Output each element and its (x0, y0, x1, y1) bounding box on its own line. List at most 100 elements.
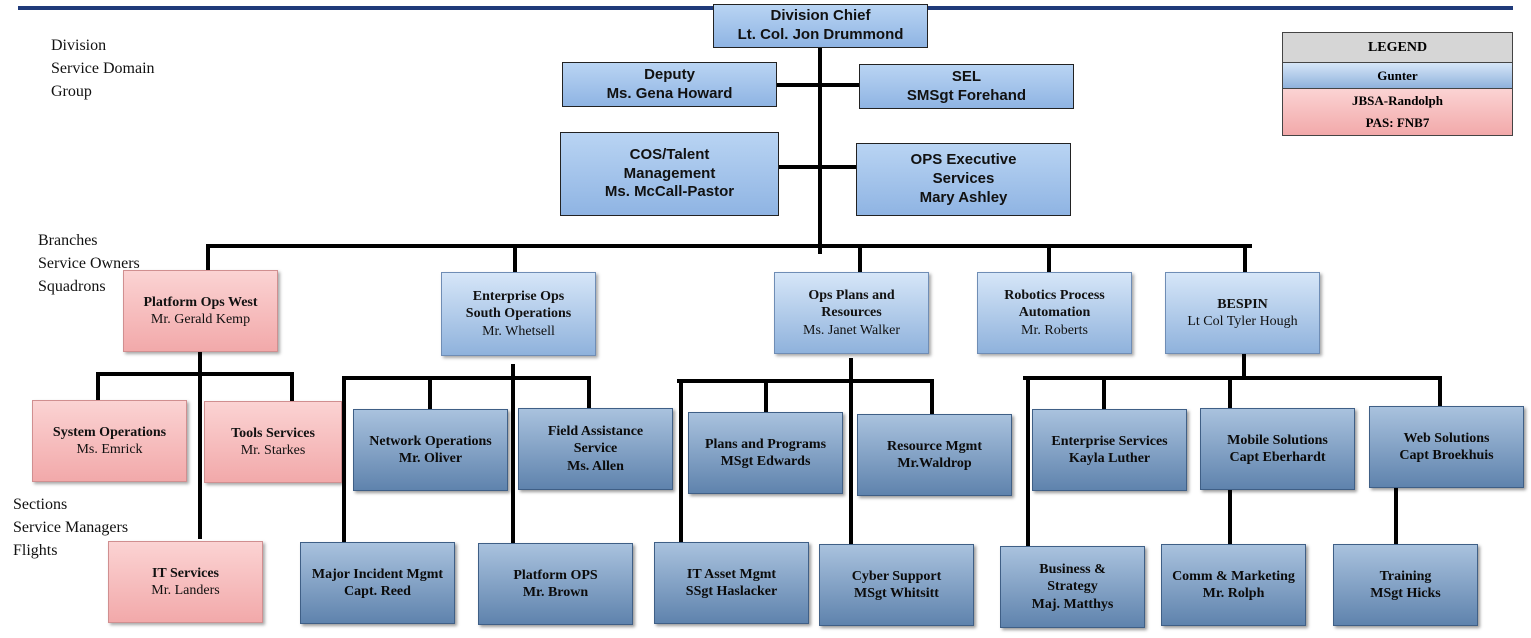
branch-bespin: BESPIN Lt Col Tyler Hough (1165, 272, 1320, 354)
box-person: Mr. Oliver (398, 451, 463, 466)
box-title: IT Services (151, 565, 219, 581)
box-title: Services (932, 170, 995, 188)
box-title: Web Solutions (1403, 430, 1490, 446)
section-cyber-support: Cyber Support MSgt Whitsitt (819, 544, 974, 626)
box-person: Ms. Allen (567, 458, 624, 474)
section-platform-ops: Platform OPS Mr. Brown (478, 543, 633, 625)
legend-randolph-label: JBSA-Randolph (1351, 93, 1444, 108)
box-title: Deputy (644, 65, 695, 83)
cos-talent-box: COS/Talent Management Ms. McCall-Pastor (560, 132, 779, 216)
sel-box: SEL SMSgt Forehand (859, 64, 1074, 109)
box-title: Enterprise Services (1051, 433, 1168, 449)
box-person: Ms. McCall-Pastor (604, 183, 735, 201)
box-title: System Operations (52, 424, 167, 440)
box-person: Mary Ashley (919, 188, 1008, 206)
box-title: Resources (821, 305, 882, 321)
section-enterprise-services: Enterprise Services Kayla Luther (1032, 409, 1187, 491)
section-business-strategy: Business & Strategy Maj. Matthys (1000, 546, 1145, 628)
section-major-incident-mgmt: Major Incident Mgmt Capt. Reed (300, 542, 455, 624)
box-title: Mobile Solutions (1227, 432, 1328, 448)
level-label-sections: Sections Service Managers Flights (13, 493, 128, 562)
box-person: SSgt Haslacker (685, 584, 778, 599)
ops-executive-box: OPS Executive Services Mary Ashley (856, 143, 1071, 216)
box-title: Tools Services (231, 425, 315, 441)
label-line: Sections (13, 496, 68, 513)
box-person: Mr. Rolph (1202, 586, 1265, 601)
box-person: Mr.Waldrop (897, 456, 972, 471)
section-it-asset-mgmt: IT Asset Mgmt SSgt Haslacker (654, 542, 809, 624)
box-person: Capt Eberhardt (1229, 450, 1326, 465)
box-title: Network Operations (369, 433, 492, 449)
box-person: Ms. Gena Howard (606, 84, 733, 102)
label-line: Division (51, 37, 107, 54)
box-title: Automation (1018, 305, 1091, 321)
label-line: Flights (13, 542, 58, 559)
section-network-operations: Network Operations Mr. Oliver (353, 409, 508, 491)
legend: LEGEND Gunter JBSA-Randolph PAS: FNB7 (1282, 32, 1513, 136)
box-person: Ms. Emrick (76, 442, 143, 457)
box-title: South Operations (465, 306, 572, 322)
box-title: Plans and Programs (704, 436, 827, 452)
box-person: SMSgt Forehand (906, 86, 1027, 104)
section-field-assistance-service: Field Assistance Service Ms. Allen (518, 408, 673, 490)
box-title: COS/Talent (629, 145, 710, 163)
legend-pas-label: PAS: FNB7 (1365, 115, 1430, 130)
section-training: Training MSgt Hicks (1333, 544, 1478, 626)
box-title: Ops Plans and (808, 287, 895, 303)
deputy-box: Deputy Ms. Gena Howard (562, 62, 777, 107)
box-title: Cyber Support (851, 568, 942, 584)
box-person: Lt. Col. Jon Drummond (737, 26, 904, 43)
box-title: Major Incident Mgmt (311, 566, 444, 582)
branch-platform-ops-west: Platform Ops West Mr. Gerald Kemp (123, 270, 278, 352)
box-title: OPS Executive (910, 151, 1017, 169)
box-person: Mr. Starkes (240, 443, 306, 458)
box-person: Mr. Whetsell (482, 323, 555, 339)
section-it-services: IT Services Mr. Landers (108, 541, 263, 623)
box-person: Kayla Luther (1068, 451, 1151, 466)
legend-gunter: Gunter (1283, 63, 1512, 89)
box-person: MSgt Hicks (1370, 586, 1441, 601)
label-line: Service Managers (13, 519, 129, 536)
legend-title: LEGEND (1283, 33, 1512, 63)
legend-randolph: JBSA-Randolph PAS: FNB7 (1283, 89, 1512, 135)
box-person: MSgt Whitsitt (854, 586, 939, 601)
box-title: Business & (1039, 561, 1106, 577)
label-line: Squadrons (38, 278, 106, 295)
box-title: Division Chief (770, 7, 871, 25)
section-tools-services: Tools Services Mr. Starkes (204, 401, 342, 483)
section-resource-mgmt: Resource Mgmt Mr.Waldrop (857, 414, 1012, 496)
box-title: Comm & Marketing (1172, 568, 1295, 584)
branch-enterprise-ops-south: Enterprise Ops South Operations Mr. Whet… (441, 272, 596, 356)
division-chief-box: Division Chief Lt. Col. Jon Drummond (713, 4, 928, 48)
section-mobile-solutions: Mobile Solutions Capt Eberhardt (1200, 408, 1355, 490)
box-title: Resource Mgmt (887, 438, 982, 454)
box-title: BESPIN (1217, 296, 1268, 312)
box-person: Lt Col Tyler Hough (1187, 314, 1298, 329)
box-title: Enterprise Ops (472, 288, 565, 304)
section-web-solutions: Web Solutions Capt Broekhuis (1369, 406, 1524, 488)
box-title: IT Asset Mgmt (686, 566, 777, 582)
box-person: Mr. Landers (151, 583, 220, 598)
label-line: Service Domain (51, 60, 155, 77)
box-title: Platform Ops West (143, 294, 258, 310)
box-person: Capt. Reed (344, 584, 411, 599)
box-title: Platform OPS (513, 567, 598, 583)
box-title: Robotics Process (1004, 287, 1105, 303)
box-person: Ms. Janet Walker (803, 322, 900, 338)
label-line: Branches (38, 232, 98, 249)
level-label-branches: Branches Service Owners Squadrons (38, 229, 140, 298)
box-person: Mr. Roberts (1021, 322, 1088, 338)
branch-ops-plans-resources: Ops Plans and Resources Ms. Janet Walker (774, 272, 929, 354)
box-title: SEL (951, 67, 982, 85)
level-label-division: Division Service Domain Group (51, 34, 155, 103)
box-person: Mr. Gerald Kemp (150, 312, 251, 327)
box-title: Strategy (1047, 579, 1098, 595)
section-comm-marketing: Comm & Marketing Mr. Rolph (1161, 544, 1306, 626)
box-person: Maj. Matthys (1031, 596, 1114, 612)
box-person: Mr. Brown (522, 585, 589, 600)
label-line: Group (51, 83, 92, 100)
branch-robotics-process-automation: Robotics Process Automation Mr. Roberts (977, 272, 1132, 354)
section-plans-and-programs: Plans and Programs MSgt Edwards (688, 412, 843, 494)
box-title: Training (1379, 568, 1432, 584)
